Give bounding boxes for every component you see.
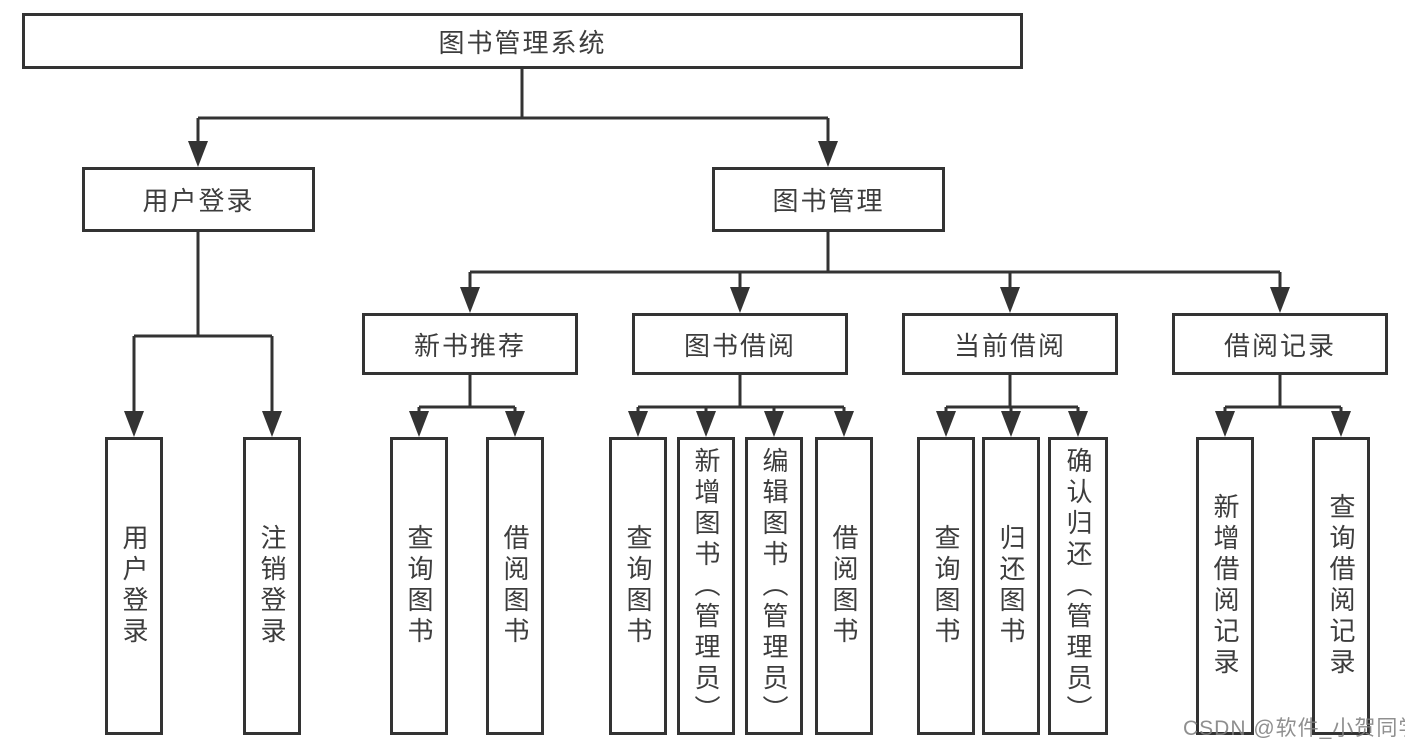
node-label: 借阅图书 xyxy=(500,524,530,648)
node-label: 新增图书（管理员） xyxy=(691,446,721,726)
leaf-edit-book-admin: 编辑图书（管理员） xyxy=(745,437,803,735)
node-label: 归还图书 xyxy=(996,524,1026,648)
node-current-borrowing: 当前借阅 xyxy=(902,313,1118,375)
node-label: 编辑图书（管理员） xyxy=(759,446,789,726)
leaf-return-book: 归还图书 xyxy=(982,437,1040,735)
node-library-management-system: 图书管理系统 xyxy=(22,13,1023,69)
node-label: 确认归还（管理员） xyxy=(1063,446,1093,726)
node-label: 新书推荐 xyxy=(413,330,526,361)
leaf-add-book-admin: 新增图书（管理员） xyxy=(677,437,735,735)
leaf-borrow-books-borrowing: 借阅图书 xyxy=(815,437,873,735)
leaf-query-borrow-record: 查询借阅记录 xyxy=(1312,437,1370,735)
node-label: 用户登录 xyxy=(142,186,255,216)
leaf-logout: 注销登录 xyxy=(243,437,301,735)
node-label: 查询图书 xyxy=(931,524,961,648)
leaf-query-books-current: 查询图书 xyxy=(917,437,975,735)
node-label: 图书管理 xyxy=(772,186,885,216)
node-label: 借阅图书 xyxy=(829,524,859,648)
node-book-management: 图书管理 xyxy=(712,167,945,232)
leaf-add-borrow-record: 新增借阅记录 xyxy=(1196,437,1254,735)
leaf-query-books-borrowing: 查询图书 xyxy=(609,437,667,735)
leaf-user-login: 用户登录 xyxy=(105,437,163,735)
node-label: 新增借阅记录 xyxy=(1210,493,1240,679)
leaf-confirm-return-admin: 确认归还（管理员） xyxy=(1048,437,1108,735)
node-label: 查询图书 xyxy=(404,524,434,648)
node-label: 图书管理系统 xyxy=(438,27,607,58)
node-user-login: 用户登录 xyxy=(82,167,315,232)
node-label: 图书借阅 xyxy=(683,330,796,361)
node-label: 查询图书 xyxy=(623,524,653,648)
node-borrowing-records: 借阅记录 xyxy=(1172,313,1388,375)
node-new-book-recommend: 新书推荐 xyxy=(362,313,578,375)
node-label: 用户登录 xyxy=(119,524,149,648)
node-label: 当前借阅 xyxy=(953,330,1066,361)
node-label: 借阅记录 xyxy=(1223,330,1336,361)
csdn-watermark: CSDN @软件_小贺同学 xyxy=(1183,717,1405,740)
node-label: 查询借阅记录 xyxy=(1326,493,1356,679)
arrowheads xyxy=(124,141,1351,437)
leaf-query-books-recommend: 查询图书 xyxy=(390,437,448,735)
leaf-borrow-books-recommend: 借阅图书 xyxy=(486,437,544,735)
node-book-borrowing: 图书借阅 xyxy=(632,313,848,375)
node-label: 注销登录 xyxy=(257,524,287,648)
